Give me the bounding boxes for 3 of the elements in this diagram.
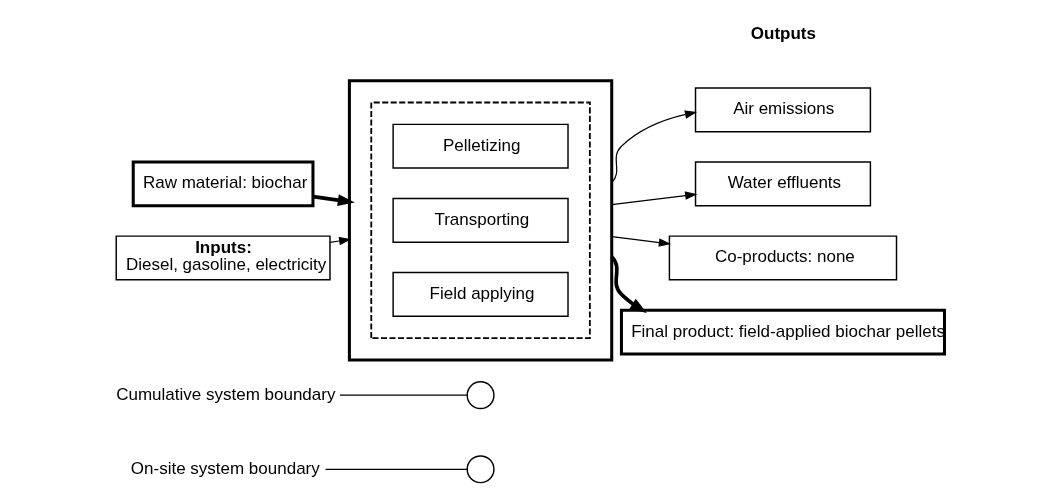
node-text: Cumulative system boundary	[115, 384, 335, 404]
label: Outputs	[750, 23, 816, 43]
node-text: On-site system boundary	[130, 458, 320, 478]
